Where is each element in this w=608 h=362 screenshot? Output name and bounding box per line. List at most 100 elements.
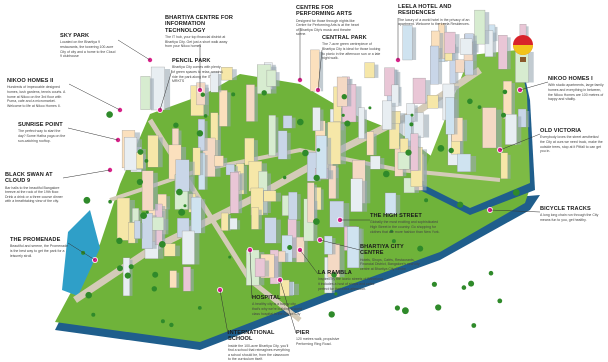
building	[324, 235, 333, 255]
tree-icon	[424, 198, 429, 203]
building-side	[200, 149, 204, 176]
building-side	[380, 158, 385, 170]
tree-icon	[83, 196, 91, 204]
building	[350, 178, 363, 212]
label-description: Beautiful and serene, the Promenade is t…	[10, 244, 68, 258]
building	[132, 208, 139, 223]
building-side	[287, 132, 291, 160]
building	[230, 172, 239, 214]
building-side	[275, 117, 279, 156]
building	[220, 212, 229, 231]
leader-line	[249, 249, 253, 299]
label-title: BHARTIYA CITY CENTRE	[360, 244, 404, 257]
tree-icon	[448, 147, 454, 154]
leader-line	[279, 279, 297, 334]
tree-icon	[431, 281, 437, 287]
building	[214, 155, 224, 167]
tree-icon	[196, 130, 204, 137]
building-side	[362, 180, 368, 212]
label-title: OLD VICTORIA	[540, 128, 582, 134]
tree-icon	[435, 304, 442, 311]
tree-icon	[316, 148, 321, 152]
building-side	[356, 86, 362, 122]
label-description: Inspired by the iconic streets of Barcel…	[318, 277, 384, 291]
building-side	[228, 215, 231, 231]
building-side	[163, 219, 169, 231]
building	[136, 152, 144, 169]
building-side	[454, 99, 458, 135]
building-side	[438, 97, 443, 109]
building-side	[223, 157, 228, 167]
building	[457, 153, 471, 172]
building-side	[152, 215, 157, 249]
leader-line	[299, 249, 319, 275]
building-side	[238, 174, 243, 214]
building-side	[332, 238, 336, 255]
building	[288, 191, 298, 220]
label-title: CENTRE FOR PERFORMING ARTS	[296, 5, 352, 18]
tree-icon	[497, 298, 503, 304]
building-side	[462, 119, 468, 142]
building	[244, 137, 255, 166]
building	[310, 49, 320, 92]
label-description: Designed for those through nights like C…	[296, 18, 359, 37]
building-side	[158, 137, 163, 168]
label-description: Bar halls to the beautiful Bangalore bre…	[5, 185, 63, 204]
building	[163, 243, 176, 257]
tree-icon	[140, 212, 148, 220]
tree-icon	[383, 170, 390, 178]
tree-icon	[183, 204, 187, 208]
building-side	[493, 32, 497, 57]
leader-line	[499, 133, 541, 151]
building-side	[153, 172, 158, 211]
building	[410, 133, 419, 171]
building-side	[470, 156, 477, 172]
tree-icon	[368, 106, 372, 110]
building-side	[418, 135, 421, 171]
leader-line	[62, 169, 111, 179]
building-side	[359, 228, 364, 268]
building	[246, 84, 255, 122]
building-side	[496, 109, 502, 148]
leader-line	[489, 209, 541, 213]
ring-road	[109, 147, 501, 202]
building-side	[438, 48, 443, 85]
building-side	[189, 161, 195, 192]
tree-icon	[302, 149, 309, 157]
label-title: BHARTIYA CENTRE FOR INFORMATION TECHNOLO…	[165, 15, 233, 34]
building-side	[340, 124, 346, 165]
tree-icon	[331, 272, 337, 278]
building	[445, 97, 455, 135]
building-side	[166, 196, 171, 210]
building-side	[373, 133, 377, 156]
leader-line	[319, 239, 361, 251]
tree-icon	[117, 265, 123, 272]
building-side	[374, 64, 379, 78]
building	[278, 250, 286, 263]
building-side	[391, 102, 396, 130]
building-side	[399, 120, 404, 149]
tree-icon	[91, 312, 96, 317]
building	[455, 59, 465, 73]
building	[364, 62, 375, 79]
tree-icon	[228, 255, 232, 259]
building-side	[276, 192, 281, 202]
building-side	[150, 78, 154, 110]
building	[254, 258, 266, 277]
tree-icon	[488, 270, 494, 276]
map-label-bcit: BHARTIYA CENTRE FOR INFORMATION TECHNOLO…	[165, 15, 235, 49]
building	[282, 115, 293, 129]
building-side	[278, 252, 282, 284]
leader-line	[219, 289, 229, 335]
building-side	[526, 26, 529, 42]
building-side	[395, 194, 401, 215]
label-title: SUNRISE POINT	[18, 122, 63, 128]
tree-icon	[467, 98, 473, 105]
